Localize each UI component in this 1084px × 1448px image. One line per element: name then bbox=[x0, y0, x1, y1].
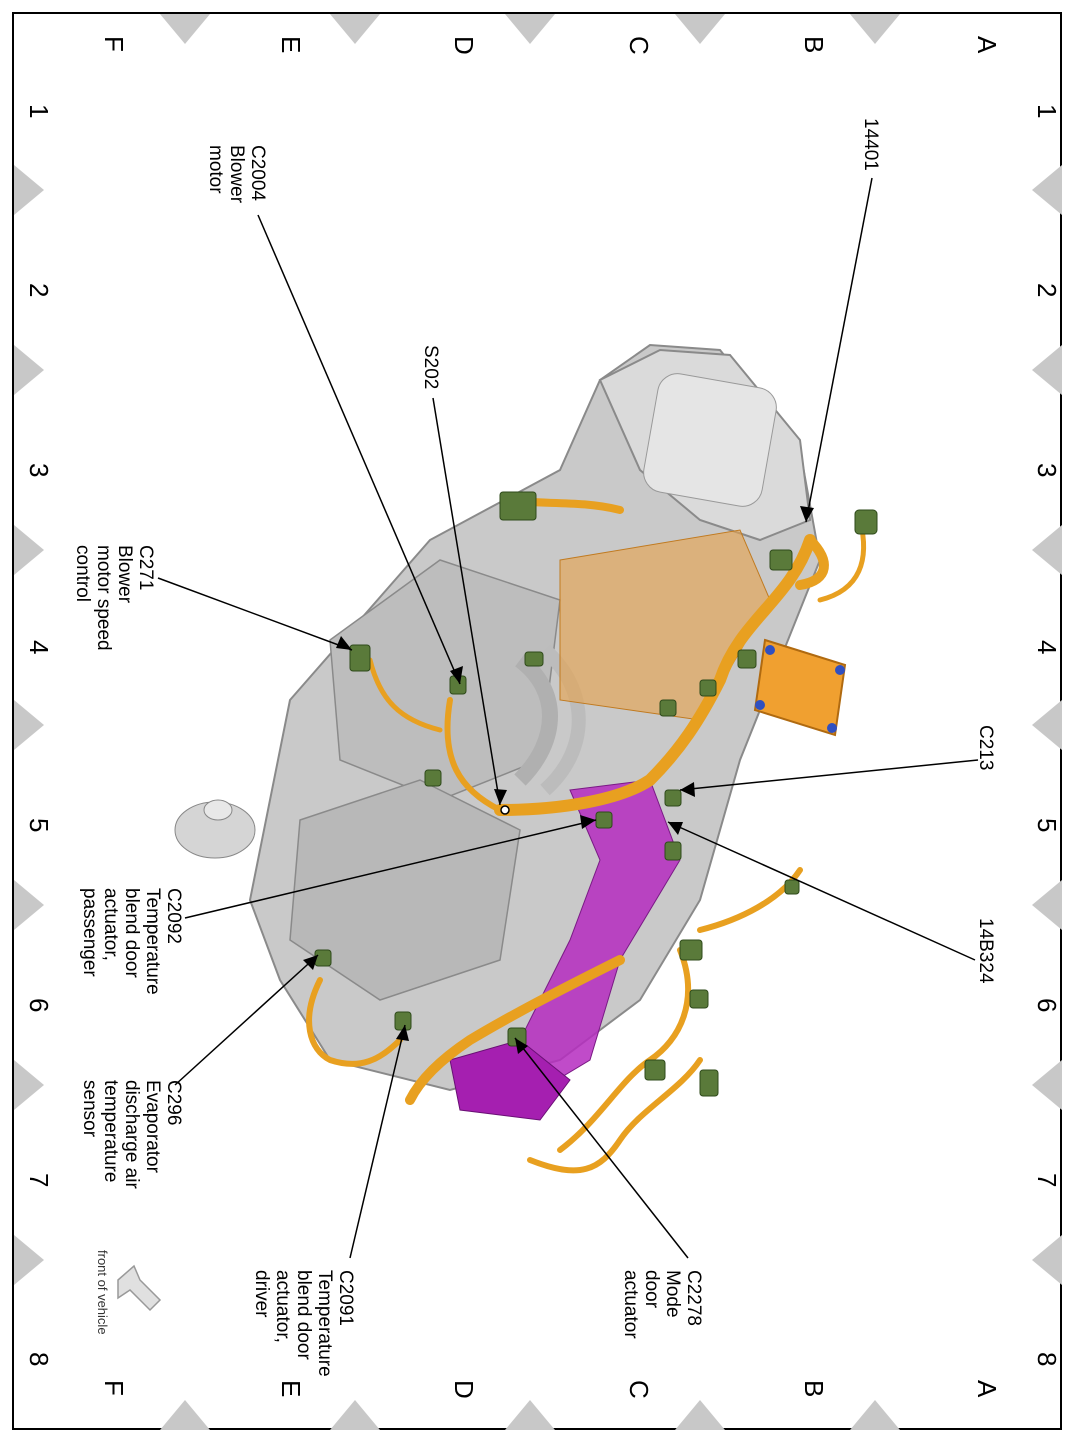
callout-s202-line-1: S202 bbox=[420, 345, 441, 389]
grid-row-c-top: C bbox=[624, 36, 654, 55]
front-of-vehicle-label: front of vehicle bbox=[95, 1250, 110, 1335]
grid-row-b-top: B bbox=[799, 36, 829, 53]
callout-c2092-line-5: passenger bbox=[79, 888, 100, 977]
front-of-vehicle-arrow-icon bbox=[117, 1264, 162, 1312]
grid-row-e-top: E bbox=[276, 36, 306, 53]
front-of-vehicle-text: front of vehicle bbox=[95, 1250, 110, 1335]
callout-c271: C271 Blower motor speed control bbox=[72, 545, 156, 651]
grid-col-5-left: 5 bbox=[24, 818, 54, 832]
orange-module bbox=[753, 638, 847, 737]
grid-row-d-bottom: D bbox=[449, 1380, 479, 1399]
callout-c296-line-3: discharge air bbox=[121, 1080, 142, 1189]
connectors bbox=[314, 491, 878, 1097]
callout-14401-line-1: 14401 bbox=[860, 118, 881, 171]
grid-col-1-right: 1 bbox=[1032, 104, 1062, 118]
callout-c2004-line-1: C2004 bbox=[247, 145, 268, 201]
callout-c2091-line-1: C2091 bbox=[335, 1270, 356, 1326]
callout-c2092-line-3: blend door bbox=[121, 888, 142, 978]
grid-row-c-bottom: C bbox=[624, 1380, 654, 1399]
grid-rows-bottom: A B C D E F bbox=[99, 1380, 1002, 1399]
callout-c271-line-1: C271 bbox=[135, 545, 156, 590]
grid-col-6-left: 6 bbox=[24, 998, 54, 1012]
callout-c296-line-2: Evaporator bbox=[142, 1080, 163, 1174]
purple-duct bbox=[449, 779, 681, 1121]
grid-row-a-bottom: A bbox=[972, 1380, 1002, 1398]
callout-14b324: 14B324 bbox=[975, 918, 996, 984]
callout-c2091-line-3: blend door bbox=[293, 1270, 314, 1360]
grid-row-f-top: F bbox=[99, 36, 129, 52]
grid-row-e-bottom: E bbox=[276, 1380, 306, 1397]
callout-c2091-line-4: actuator, bbox=[272, 1270, 293, 1343]
splice-s202-marker bbox=[500, 805, 510, 815]
callout-c271-line-4: control bbox=[72, 545, 93, 602]
leader-lines bbox=[157, 177, 979, 1259]
grid-col-3-left: 3 bbox=[24, 463, 54, 477]
callout-c2091-line-5: driver bbox=[251, 1270, 272, 1318]
callout-c2092-line-1: C2092 bbox=[163, 888, 184, 944]
callout-c2278-line-4: actuator bbox=[620, 1270, 641, 1339]
callout-c213: C213 bbox=[975, 725, 996, 770]
callout-s202: S202 bbox=[420, 345, 441, 389]
grid-col-3-right: 3 bbox=[1032, 463, 1062, 477]
leader-arrowheads bbox=[303, 506, 814, 1054]
grid-col-4-right: 4 bbox=[1032, 640, 1062, 654]
grid-col-2-right: 2 bbox=[1032, 283, 1062, 297]
grid-col-7-left: 7 bbox=[24, 1173, 54, 1187]
callout-c271-line-2: Blower bbox=[114, 545, 135, 604]
callout-c2004: C2004 Blower motor bbox=[205, 145, 268, 204]
grid-col-8-left: 8 bbox=[24, 1352, 54, 1366]
grid-row-b-bottom: B bbox=[799, 1380, 829, 1397]
callout-c2091-line-2: Temperature bbox=[314, 1270, 335, 1377]
grid-col-5-right: 5 bbox=[1032, 818, 1062, 832]
grid-col-2-left: 2 bbox=[24, 283, 54, 297]
callout-c2278-line-2: Mode bbox=[662, 1270, 683, 1318]
border-markers bbox=[14, 14, 1062, 1430]
grid-col-1-left: 1 bbox=[24, 104, 54, 118]
callout-c213-line-1: C213 bbox=[975, 725, 996, 770]
grid-cols-right: 1 2 3 4 5 6 7 8 bbox=[1032, 104, 1062, 1366]
grid-col-6-right: 6 bbox=[1032, 998, 1062, 1012]
callout-c2278: C2278 Mode door actuator bbox=[620, 1270, 704, 1339]
callout-c296-line-5: sensor bbox=[79, 1080, 100, 1138]
callout-c296-line-4: temperature bbox=[100, 1080, 121, 1182]
grid-col-8-right: 8 bbox=[1032, 1352, 1062, 1366]
callout-c271-line-3: motor speed bbox=[93, 545, 114, 651]
callout-c2092-line-4: actuator, bbox=[100, 888, 121, 961]
wiring-harness bbox=[306, 496, 867, 1174]
grid-rows-top: A B C D E F bbox=[99, 36, 1002, 55]
callout-c2278-line-3: door bbox=[641, 1270, 662, 1309]
callout-14401: 14401 bbox=[860, 118, 881, 171]
callout-c2091: C2091 Temperature blend door actuator, d… bbox=[251, 1270, 356, 1377]
grid-row-d-top: D bbox=[449, 36, 479, 55]
callout-c296: C296 Evaporator discharge air temperatur… bbox=[79, 1080, 184, 1189]
grid-col-7-right: 7 bbox=[1032, 1173, 1062, 1187]
callout-c2004-line-3: motor bbox=[205, 145, 226, 194]
callout-c2092-line-2: Temperature bbox=[142, 888, 163, 995]
grid-row-a-top: A bbox=[972, 36, 1002, 54]
callout-c2092: C2092 Temperature blend door actuator, p… bbox=[79, 888, 184, 995]
callout-c296-line-1: C296 bbox=[163, 1080, 184, 1125]
grid-col-4-left: 4 bbox=[24, 640, 54, 654]
callout-c2278-line-1: C2278 bbox=[683, 1270, 704, 1326]
grid-cols-left: 1 2 3 4 5 6 7 8 bbox=[24, 104, 54, 1366]
callout-14b324-line-1: 14B324 bbox=[975, 918, 996, 984]
grid-row-f-bottom: F bbox=[99, 1380, 129, 1396]
hvac-housing bbox=[174, 343, 822, 1092]
callout-c2004-line-2: Blower bbox=[226, 145, 247, 204]
